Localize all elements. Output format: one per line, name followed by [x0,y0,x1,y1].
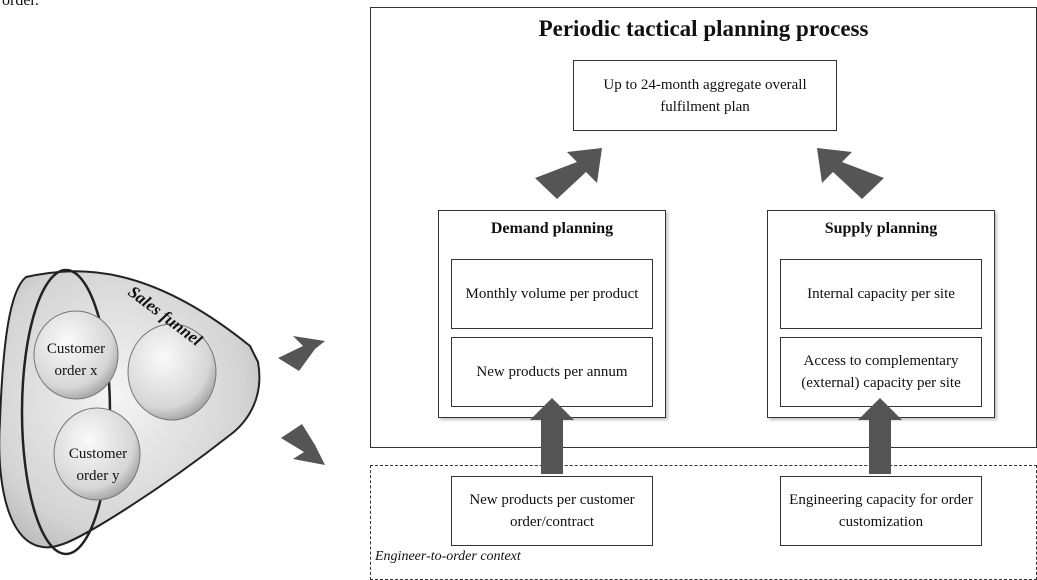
diagram-title: Periodic tactical planning process [538,16,869,41]
new-products-annum-text: New products per annum [476,364,628,380]
monthly-volume-box: Monthly volume per product [451,259,653,329]
internal-capacity-box: Internal capacity per site [780,259,982,329]
arrow-eto-to-demand-icon [530,398,574,474]
arrow-eto-to-supply-icon [858,398,902,474]
arrow-supply-to-plan-icon [817,148,884,199]
customer-order-x-label: Customer order x [46,341,106,379]
monthly-volume-text: Monthly volume per product [465,286,639,302]
sales-funnel-shape [0,268,261,556]
engineering-capacity-box: Engineering capacity for order customiza… [780,476,982,546]
external-capacity-box: Access to complementary (external) capac… [780,337,982,407]
fulfilment-plan-box: Up to 24-month aggregate overall fulfilm… [573,60,837,131]
arrow-demand-to-plan-icon [535,148,602,199]
new-products-annum-box: New products per annum [451,337,653,407]
new-products-contract-box: New products per customer order/contract [451,476,653,546]
caption-fragment: order. [2,0,39,9]
demand-planning-title: Demand planning [490,220,614,237]
engineer-to-order-label: Engineer-to-order context [375,549,521,564]
fulfilment-plan-text: Up to 24-month aggregate overall fulfilm… [603,76,807,115]
customer-order-y-label: Customer order y [68,446,128,484]
arrow-funnel-to-eto-icon [281,424,325,465]
arrow-funnel-to-planning-icon [278,336,325,371]
external-capacity-text: Access to complementary (external) capac… [801,353,961,391]
internal-capacity-text: Internal capacity per site [807,286,955,302]
supply-planning-title: Supply planning [824,220,938,237]
new-products-contract-text: New products per customer order/contract [469,492,635,530]
engineering-capacity-text: Engineering capacity for order customiza… [789,492,973,530]
